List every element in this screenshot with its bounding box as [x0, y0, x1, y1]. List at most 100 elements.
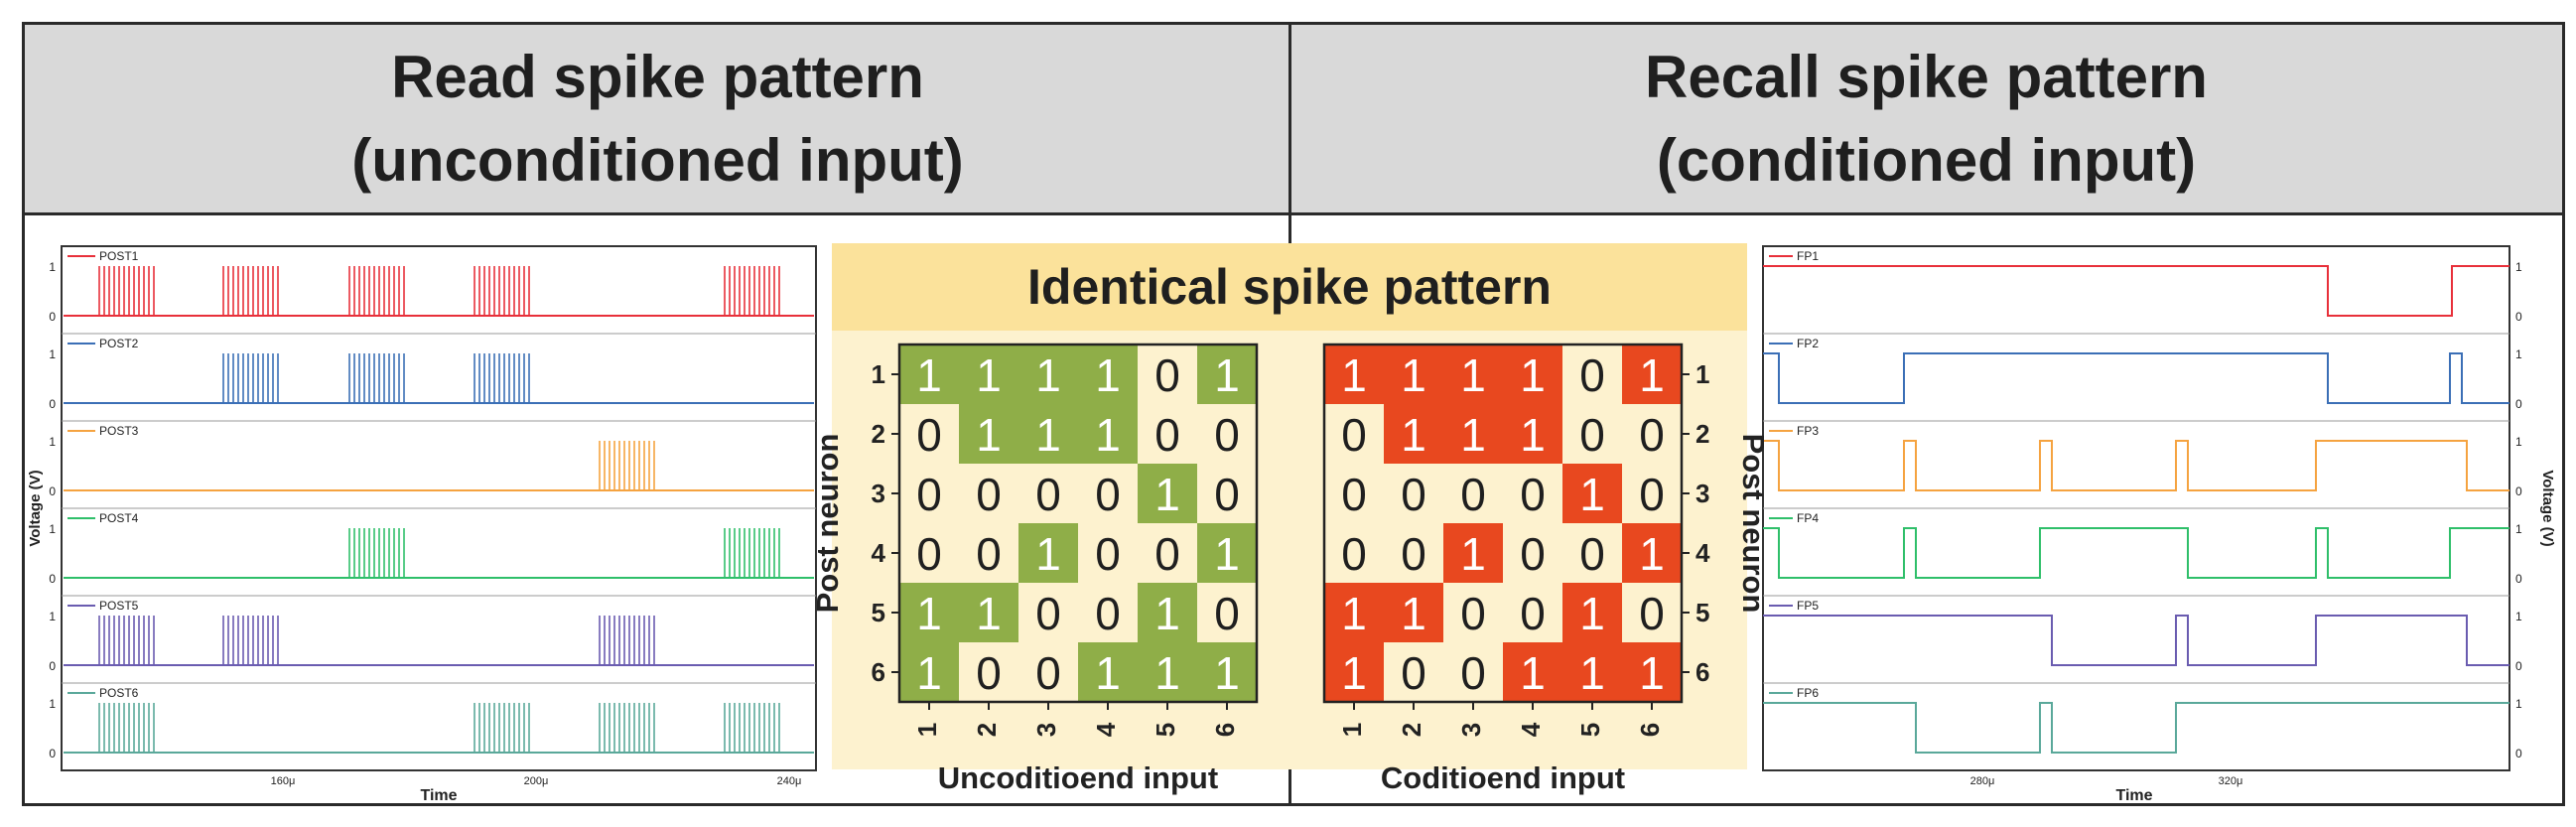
right-matrix-cell-value: 1 — [1401, 588, 1426, 639]
right-matrix-col-label: 2 — [1397, 723, 1426, 737]
left-matrix-cell-value: 1 — [1154, 588, 1180, 639]
right-trace-fp4 — [1763, 527, 2509, 579]
left-matrix-cell-on — [899, 583, 959, 642]
left-ytick-label: 0 — [49, 484, 56, 498]
right-matrix-cell-on — [1503, 345, 1562, 404]
left-xlabel: Time — [420, 787, 457, 804]
left-matrix-col-label: 1 — [912, 723, 942, 737]
right-matrix-cell-on — [1384, 404, 1443, 464]
right-matrix-cell-value: 1 — [1341, 588, 1367, 639]
center-banner-bg — [832, 243, 1747, 331]
right-legend-label: FP2 — [1797, 337, 1819, 350]
right-matrix-cell-on — [1622, 642, 1682, 702]
right-matrix-cell-value: 1 — [1401, 349, 1426, 401]
left-matrix-cell-value: 1 — [1214, 349, 1240, 401]
left-matrix-col-label: 3 — [1031, 723, 1061, 737]
left-ytick-label: 0 — [49, 659, 56, 673]
left-matrix-cell-value: 0 — [1035, 588, 1061, 639]
right-matrix-xlabel: Coditioend input — [1381, 760, 1625, 795]
left-matrix-cell-value: 1 — [1035, 349, 1061, 401]
right-ytick-label: 1 — [2515, 522, 2522, 536]
right-matrix-col-label: 4 — [1516, 722, 1546, 737]
right-matrix-cell-value: 1 — [1579, 469, 1605, 520]
left-matrix-col-label: 2 — [972, 723, 1002, 737]
right-ytick-label: 0 — [2515, 310, 2522, 324]
left-matrix-cell-value: 1 — [1214, 528, 1240, 580]
right-matrix-cell-value: 1 — [1520, 349, 1546, 401]
figure-frame: Read spike pattern (unconditioned input)… — [22, 22, 2565, 806]
right-trace-fp3 — [1763, 440, 2509, 491]
right-ytick-label: 0 — [2515, 659, 2522, 673]
right-matrix-cell-value: 0 — [1341, 528, 1367, 580]
right-trace-fp6 — [1763, 702, 2509, 754]
left-header-line2: (unconditioned input) — [351, 126, 964, 194]
right-matrix-cell-value: 1 — [1579, 588, 1605, 639]
right-ytick-label: 1 — [2515, 610, 2522, 623]
left-matrix-cell-value: 0 — [916, 528, 942, 580]
left-matrix-cell-value: 0 — [1154, 349, 1180, 401]
right-matrix-row-label: 5 — [1695, 598, 1709, 627]
left-ytick-label: 0 — [49, 397, 56, 411]
right-legend-label: FP3 — [1797, 424, 1819, 438]
right-matrix-cell-on — [1324, 345, 1384, 404]
left-matrix-cell-value: 1 — [1214, 647, 1240, 699]
left-matrix-cell-on — [1018, 404, 1078, 464]
right-ytick-label: 0 — [2515, 572, 2522, 586]
left-matrix-cell-on — [1138, 583, 1197, 642]
left-header-line1: Read spike pattern — [391, 43, 924, 110]
left-matrix-cell-on — [1078, 404, 1138, 464]
right-matrix-cell-value: 0 — [1639, 409, 1665, 461]
left-matrix-cell-value: 0 — [1035, 647, 1061, 699]
right-matrix-cell-value: 0 — [1341, 409, 1367, 461]
left-matrix-cell-value: 0 — [916, 409, 942, 461]
right-ytick-label: 1 — [2515, 347, 2522, 361]
right-matrix-cell-on — [1562, 583, 1622, 642]
left-legend-label: POST4 — [99, 511, 139, 525]
left-ytick-label: 1 — [49, 260, 56, 274]
left-matrix-cell-value: 0 — [1154, 409, 1180, 461]
right-matrix-cell-value: 1 — [1460, 528, 1486, 580]
left-legend-label: POST1 — [99, 249, 139, 263]
right-matrix-ylabel: Post neuron — [1736, 434, 1771, 614]
right-legend-label: FP5 — [1797, 599, 1819, 613]
right-trace-fp2 — [1763, 352, 2509, 404]
right-matrix-cell-value: 1 — [1639, 647, 1665, 699]
right-xlabel: Time — [2115, 787, 2152, 804]
left-matrix-cell-value: 1 — [976, 588, 1002, 639]
right-matrix-row-label: 1 — [1695, 359, 1709, 389]
left-matrix-cell-on — [1197, 345, 1257, 404]
left-matrix-cell-on — [1078, 345, 1138, 404]
left-matrix-grid-border — [897, 343, 1259, 704]
left-matrix-cell-on — [899, 345, 959, 404]
left-matrix-cell-value: 1 — [976, 349, 1002, 401]
right-ytick-label: 1 — [2515, 260, 2522, 274]
right-matrix-cell-on — [1562, 464, 1622, 523]
right-matrix-col-label: 3 — [1456, 723, 1486, 737]
right-matrix-col-label: 1 — [1337, 723, 1367, 737]
left-matrix-cell-value: 1 — [976, 409, 1002, 461]
center-banner: Identical spike pattern — [1027, 259, 1552, 315]
right-matrix-cell-on — [1443, 404, 1503, 464]
left-matrix-cell-value: 0 — [1095, 528, 1121, 580]
right-ytick-label: 0 — [2515, 484, 2522, 498]
left-matrix-cell-on — [1138, 464, 1197, 523]
right-matrix-col-label: 6 — [1635, 723, 1665, 737]
left-matrix-cell-value: 0 — [1214, 588, 1240, 639]
left-matrix-cell-value: 0 — [1214, 409, 1240, 461]
left-xtick-label: 240μ — [777, 775, 802, 787]
right-matrix-cell-on — [1503, 404, 1562, 464]
left-matrix-cell-on — [1138, 642, 1197, 702]
left-matrix-cell-value: 0 — [976, 528, 1002, 580]
right-legend-label: FP4 — [1797, 511, 1819, 525]
right-matrix-cell-value: 0 — [1639, 588, 1665, 639]
left-matrix-col-label: 5 — [1151, 723, 1180, 737]
left-matrix-cell-value: 1 — [1095, 409, 1121, 461]
left-matrix-cell-on — [959, 345, 1018, 404]
right-matrix-cell-on — [1562, 642, 1622, 702]
right-matrix-cell-value: 0 — [1460, 647, 1486, 699]
left-matrix-cell-value: 0 — [1095, 588, 1121, 639]
left-matrix-cell-on — [1197, 642, 1257, 702]
left-ytick-label: 0 — [49, 572, 56, 586]
left-ytick-label: 0 — [49, 747, 56, 760]
right-ytick-label: 1 — [2515, 697, 2522, 711]
